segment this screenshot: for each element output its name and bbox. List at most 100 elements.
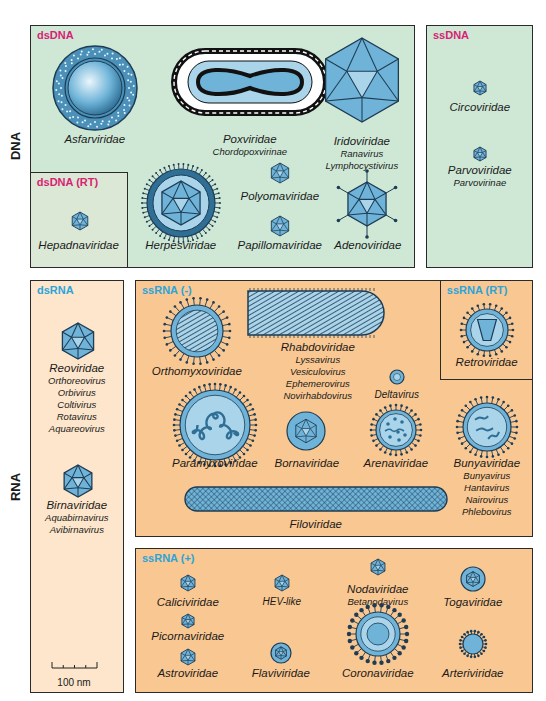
shape-circle: [392, 608, 396, 612]
shape-rect: [188, 61, 312, 103]
shape-g: [336, 169, 397, 239]
shape-circle: [165, 343, 168, 346]
virus-label-block: Picornaviridae: [138, 613, 238, 643]
shape-line: [347, 38, 362, 71]
shape-circle: [401, 618, 405, 622]
family-name: HEV-like: [242, 596, 322, 608]
shape-g: [182, 614, 194, 628]
genome-group-box: ssDNACircoviridaeParvoviridaeParvovirina…: [426, 25, 533, 268]
shape-g: [248, 288, 384, 338]
shape-circle: [214, 221, 216, 223]
shape-circle: [126, 97, 128, 99]
shape-g: [141, 163, 221, 243]
shape-line: [77, 348, 78, 358]
shape-line: [211, 184, 215, 186]
shape-circle: [508, 340, 511, 343]
shape-circle: [466, 309, 508, 351]
shape-line: [283, 171, 288, 178]
shape-line: [72, 216, 77, 219]
shape-circle: [367, 623, 389, 645]
shape-circle: [365, 659, 369, 663]
shape-line: [325, 59, 346, 71]
shape-line: [84, 337, 93, 350]
shape-line: [271, 168, 276, 171]
shape-circle: [386, 604, 390, 608]
virus-label-block: PoxviridaeChordopoxvirinae: [168, 42, 332, 158]
shape-circle: [101, 49, 103, 51]
shape-circle: [404, 625, 408, 629]
shape-polygon: [359, 199, 375, 213]
shape-polygon: [470, 577, 475, 582]
shape-circle: [507, 404, 510, 407]
shape-line: [162, 192, 173, 198]
shape-circle: [419, 428, 422, 431]
shape-line: [366, 213, 367, 226]
shape-circle: [419, 434, 422, 437]
shape-circle: [484, 642, 487, 645]
shape-g: [162, 297, 231, 365]
shape-circle: [206, 298, 209, 301]
shape-polygon: [474, 81, 486, 95]
virus-family: Asfarviridae: [45, 42, 145, 146]
shape-line: [187, 164, 189, 169]
shape-g: [271, 643, 291, 663]
virus-family: ReoviridaeOrthoreovirus Orbivirus Coltiv…: [33, 320, 121, 435]
shape-line: [142, 202, 147, 203]
shape-circle: [81, 121, 83, 123]
shape-g: [53, 46, 137, 130]
shape-line: [367, 213, 386, 215]
virus-shape: [45, 42, 145, 133]
shape-circle: [246, 448, 249, 451]
virus-label-block: Deltavirus: [364, 366, 430, 401]
family-name: Nodaviridae: [330, 583, 426, 596]
shape-line: [62, 332, 71, 337]
shape-circle: [461, 567, 485, 591]
shape-circle: [379, 409, 382, 412]
shape-line: [470, 571, 473, 577]
shape-line: [185, 649, 188, 655]
virus-label-block: NodaviridaeBetanodavirus: [330, 558, 426, 608]
shape-circle: [476, 353, 479, 356]
shape-line: [310, 425, 316, 428]
shape-circle: [192, 297, 195, 300]
virus-shape: [158, 384, 272, 457]
shape-line: [375, 193, 386, 199]
shape-circle: [456, 420, 459, 423]
shape-circle: [222, 310, 225, 313]
shape-circle: [393, 417, 397, 421]
shape-circle: [133, 85, 135, 87]
virus-label-block: Astroviridae: [138, 648, 238, 680]
shape-circle: [226, 343, 229, 346]
shape-circle: [417, 418, 420, 421]
shape-circle: [470, 655, 473, 658]
shape-circle: [228, 323, 231, 326]
shape-line: [84, 332, 93, 337]
shape-line: [362, 38, 377, 71]
shape-circle: [484, 639, 487, 642]
shape-circle: [130, 74, 132, 76]
shape-circle: [459, 639, 462, 642]
shape-line: [480, 147, 483, 153]
shape-circle: [117, 112, 119, 114]
shape-circle: [208, 228, 210, 230]
shape-circle: [365, 235, 369, 239]
shape-circle: [361, 617, 395, 651]
shape-line: [302, 419, 306, 428]
shape-line: [474, 86, 478, 91]
shape-circle: [173, 305, 176, 308]
shape-line: [64, 488, 78, 489]
shape-circle: [372, 603, 376, 607]
shape-circle: [64, 104, 66, 106]
shape-circle: [392, 655, 396, 659]
shape-line: [143, 193, 148, 194]
shape-circle: [379, 603, 383, 607]
shape-circle: [336, 218, 340, 222]
shape-circle: [375, 444, 378, 447]
shape-circle: [505, 311, 508, 314]
virus-label-block: Circoviridae: [431, 78, 529, 114]
shape-circle: [271, 643, 291, 663]
shape-line: [188, 614, 191, 620]
shape-circle: [96, 126, 98, 128]
shape-circle: [386, 659, 390, 663]
shape-circle: [126, 66, 128, 68]
